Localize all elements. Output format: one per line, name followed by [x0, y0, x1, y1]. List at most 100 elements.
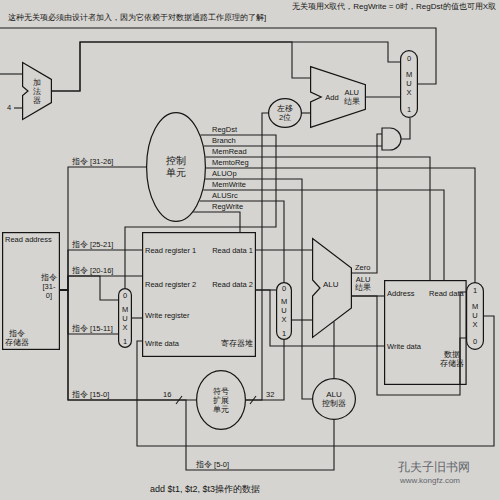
signal-wire — [203, 190, 444, 280]
signal-wire — [206, 157, 431, 280]
mux-label: 1 — [473, 286, 477, 295]
page-note: 无关项用X取代，RegWrite = 0时，RegDst的值也可用X取 — [100, 2, 496, 12]
shift-unit: 左移 2位 — [268, 98, 302, 128]
signal-name: RegDst — [212, 125, 237, 134]
watermark: www.kongfz.com — [400, 476, 460, 486]
adder-unit: 加法器 — [22, 62, 52, 120]
unit-label: 控制 单元 — [166, 155, 186, 179]
signal-wire — [125, 135, 276, 288]
multiplexer: 0MUX 1 — [276, 282, 292, 340]
port-label: Read address — [5, 235, 52, 244]
signal-wire — [60, 276, 142, 290]
mux-label: 0 — [407, 54, 411, 63]
port-label: Read data — [429, 289, 464, 298]
port-label: Zero — [355, 263, 370, 272]
signal-wire — [246, 340, 284, 400]
signal-wire — [302, 112, 310, 113]
multiplexer: 0MUX 1 — [400, 50, 418, 118]
figure-caption: add $t1, $t2, $t3操作的数据 — [150, 484, 260, 495]
signal-wire — [52, 42, 310, 91]
unit-label: 加法器 — [33, 78, 41, 105]
signal-wire — [60, 167, 146, 290]
pcsrc-wire — [401, 118, 410, 139]
port-label: ALU — [323, 280, 339, 289]
signal-wire — [256, 290, 384, 346]
next-pc-wire — [0, 28, 436, 84]
port-label: Read data 2 — [212, 280, 253, 289]
signal-name: MemRead — [212, 147, 247, 156]
branch-adder: Add ALU 结果 — [310, 66, 366, 128]
unit-label: 符号 扩展 单元 — [213, 387, 229, 414]
unit-label: 左移 2位 — [277, 104, 293, 122]
signal-wire — [60, 290, 334, 470]
port-label: Write data — [387, 342, 421, 351]
mux-label: MUX — [121, 305, 129, 332]
field-label: 指令 [5-0] — [196, 460, 229, 469]
constant-value: 4 — [7, 103, 11, 112]
signal-wire — [460, 292, 466, 385]
signal-wire — [60, 250, 142, 290]
signal-name: ALUOp — [212, 169, 237, 178]
alu-unit: ALUZeroALU 结果 — [312, 238, 352, 338]
signal-name: MemWrite — [212, 180, 246, 189]
field-label: 指令 [15-11] — [72, 324, 113, 333]
mux-label: 0 — [282, 284, 286, 293]
signal-wire — [60, 290, 196, 400]
branch-wire — [204, 145, 382, 146]
control-unit: 控制 单元 — [146, 112, 206, 222]
port-label: 寄存器堆 — [221, 339, 253, 348]
multiplexer: 0MUX 1 — [118, 288, 132, 348]
sign-extend-unit: 符号 扩展 单元 — [196, 370, 246, 430]
signal-name: ALUSrc — [212, 191, 238, 200]
port-label: 指令 [31-0] — [41, 273, 57, 300]
bus-width: 16 — [163, 390, 171, 399]
field-label: 指令 [31-26] — [72, 157, 113, 166]
data-memory: Address Read dataWrite data 数据 存储器 — [384, 280, 467, 385]
watermark: 孔夫子旧书网 — [398, 460, 470, 474]
alu-control-unit: ALU 控制器 — [312, 378, 356, 420]
signal-wire — [60, 276, 118, 300]
signal-wire — [333, 322, 334, 379]
port-label: Write data — [145, 339, 179, 348]
signal-wire — [52, 42, 400, 91]
unit-label: Add — [325, 93, 338, 102]
signal-wire — [200, 201, 284, 282]
constant-wire — [14, 107, 22, 108]
mux-label: 0 — [123, 291, 127, 300]
port-label: Read register 1 — [145, 246, 196, 255]
register-file: Read register 1 Read data 1 Read register … — [142, 232, 256, 357]
pc-wire — [0, 73, 22, 74]
zero-wire — [352, 134, 382, 273]
port-label: Read register 2 — [145, 280, 196, 289]
signal-wire — [352, 296, 466, 395]
mux-label: 1 — [407, 105, 411, 114]
instruction-memory: Read address 指令 [31-0] 指令 存储器 — [2, 232, 60, 350]
mux-label: MUX — [471, 302, 479, 329]
field-label: 32 — [266, 390, 274, 399]
mux-label: MUX — [405, 70, 413, 97]
unit-label: ALU 结果 — [344, 88, 360, 106]
page-note: 这种无关项必须由设计者加入，因为它依赖于对数据通路工作原理的了解] — [8, 13, 266, 23]
unit-label: ALU 控制器 — [322, 390, 346, 408]
signal-name: Branch — [212, 136, 236, 145]
mux-label: 0 — [473, 337, 477, 346]
signal-wire — [366, 96, 400, 97]
signal-wire — [132, 317, 142, 318]
port-label: 指令 存储器 — [5, 329, 29, 347]
field-label: 指令 [20-16] — [72, 266, 113, 275]
multiplexer: 1MUX 0 — [466, 282, 484, 350]
and-gate — [382, 128, 401, 150]
port-label: ALU 结果 — [355, 276, 371, 292]
mux-label: 1 — [282, 329, 286, 338]
signal-wire — [206, 168, 475, 282]
port-label: Write register — [145, 311, 189, 320]
port-label: 数据 存储器 — [440, 350, 464, 368]
signal-wire — [60, 290, 118, 334]
mux-label: 1 — [123, 337, 127, 346]
signal-name: MemtoReg — [212, 158, 249, 167]
port-label: Address — [387, 289, 415, 298]
field-label: 指令 [15-0] — [72, 390, 109, 399]
port-label: Read data 1 — [212, 246, 253, 255]
mux-label: MUX — [280, 297, 288, 324]
signal-wire — [193, 212, 240, 232]
